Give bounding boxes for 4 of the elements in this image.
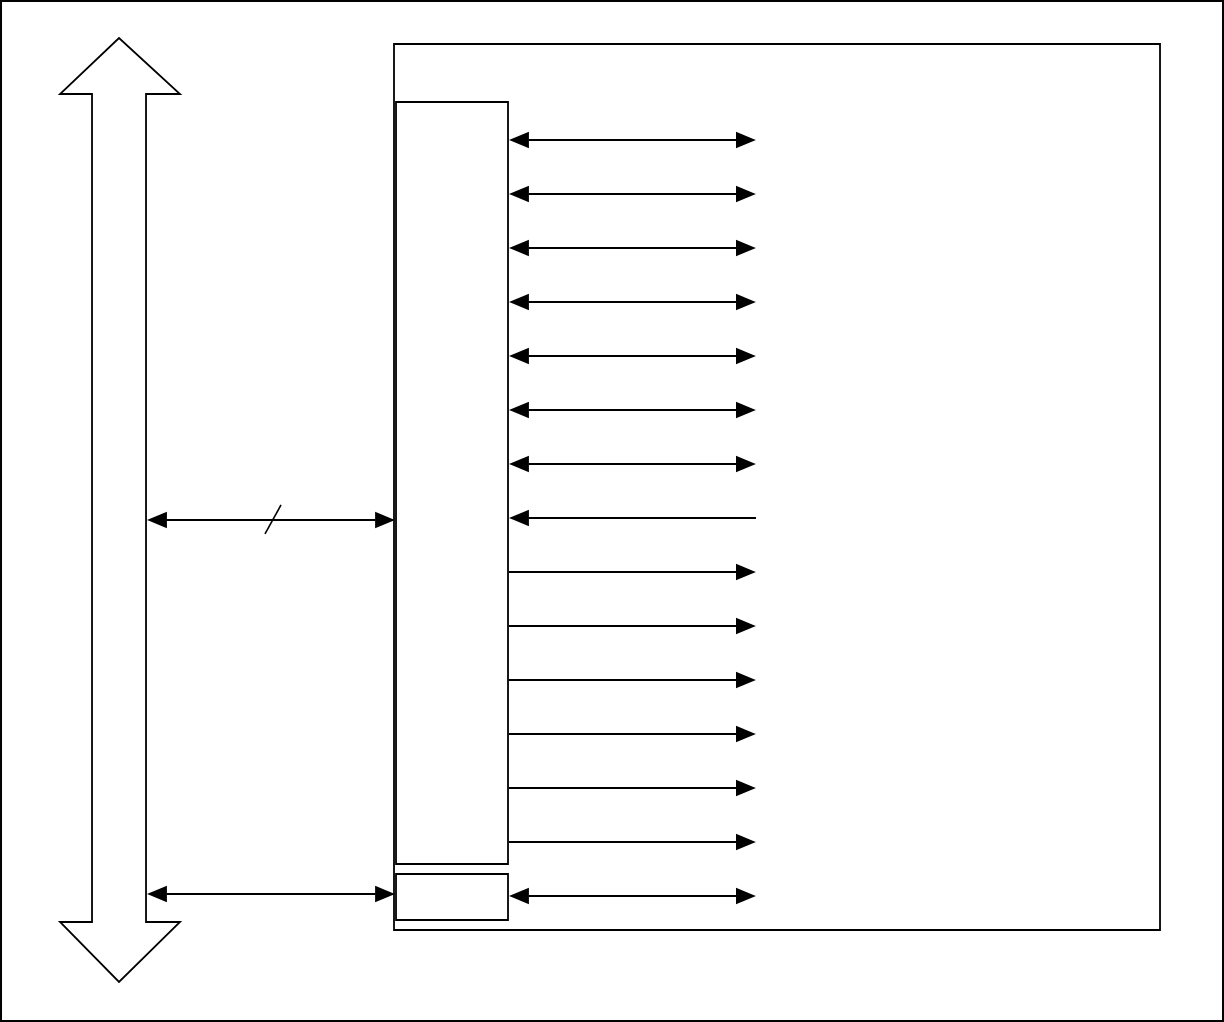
bus-arrow [57, 36, 183, 984]
block-box [393, 43, 1161, 931]
block-box [395, 873, 509, 921]
block-box [395, 101, 509, 865]
